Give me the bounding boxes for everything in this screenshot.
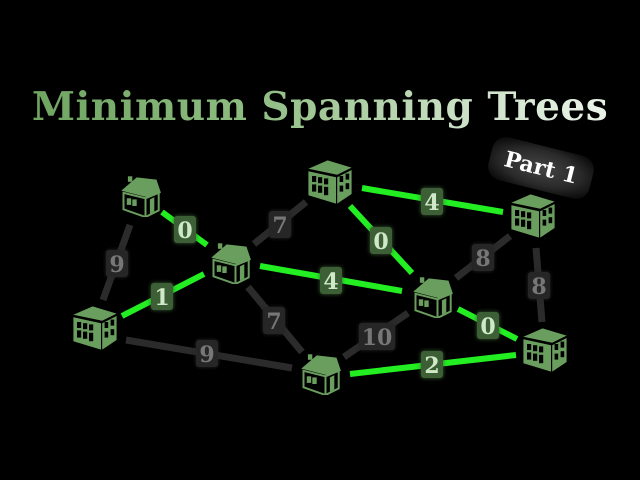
building-icon bbox=[511, 194, 555, 238]
weight-label-b-g: 7 bbox=[263, 307, 285, 335]
house-icon bbox=[120, 175, 162, 217]
svg-text:2: 2 bbox=[424, 353, 439, 379]
house-icon bbox=[412, 276, 454, 318]
weight-label-b-f: 4 bbox=[320, 267, 342, 295]
svg-text:0: 0 bbox=[480, 314, 495, 340]
svg-text:4: 4 bbox=[323, 269, 338, 295]
weight-label-a-e: 9 bbox=[106, 250, 128, 278]
svg-text:0: 0 bbox=[177, 218, 192, 244]
svg-text:8: 8 bbox=[475, 246, 490, 272]
building-icon bbox=[73, 306, 117, 350]
weight-label-e-g: 9 bbox=[196, 340, 218, 368]
svg-text:0: 0 bbox=[373, 229, 388, 255]
house-icon bbox=[300, 353, 342, 395]
weight-label-c-d: 4 bbox=[421, 188, 443, 216]
page-title: Minimum Spanning Trees bbox=[0, 84, 640, 130]
svg-text:10: 10 bbox=[362, 325, 393, 351]
weight-label-f-h: 0 bbox=[477, 312, 499, 340]
building-icon bbox=[523, 328, 567, 372]
weight-label-b-e: 1 bbox=[151, 283, 173, 311]
svg-text:7: 7 bbox=[266, 309, 281, 335]
weight-label-f-g: 10 bbox=[359, 323, 395, 351]
building-icon bbox=[308, 160, 352, 204]
mst-weight-labels: 0 1 4 4 0 0 2 bbox=[151, 188, 499, 379]
weight-label-d-h: 8 bbox=[528, 272, 550, 300]
svg-text:9: 9 bbox=[199, 342, 214, 368]
weight-label-d-f: 8 bbox=[472, 244, 494, 272]
weight-label-a-b: 0 bbox=[174, 216, 196, 244]
non-mst-weight-labels: 9 7 7 8 8 9 10 bbox=[106, 211, 550, 368]
house-icon bbox=[210, 242, 252, 284]
svg-text:8: 8 bbox=[531, 274, 546, 300]
svg-text:7: 7 bbox=[272, 213, 287, 239]
weight-label-b-c: 7 bbox=[269, 211, 291, 239]
svg-text:9: 9 bbox=[109, 252, 124, 278]
weight-label-c-f: 0 bbox=[370, 227, 392, 255]
svg-text:1: 1 bbox=[154, 285, 169, 311]
weight-label-g-h: 2 bbox=[421, 351, 443, 379]
svg-text:4: 4 bbox=[424, 190, 439, 216]
